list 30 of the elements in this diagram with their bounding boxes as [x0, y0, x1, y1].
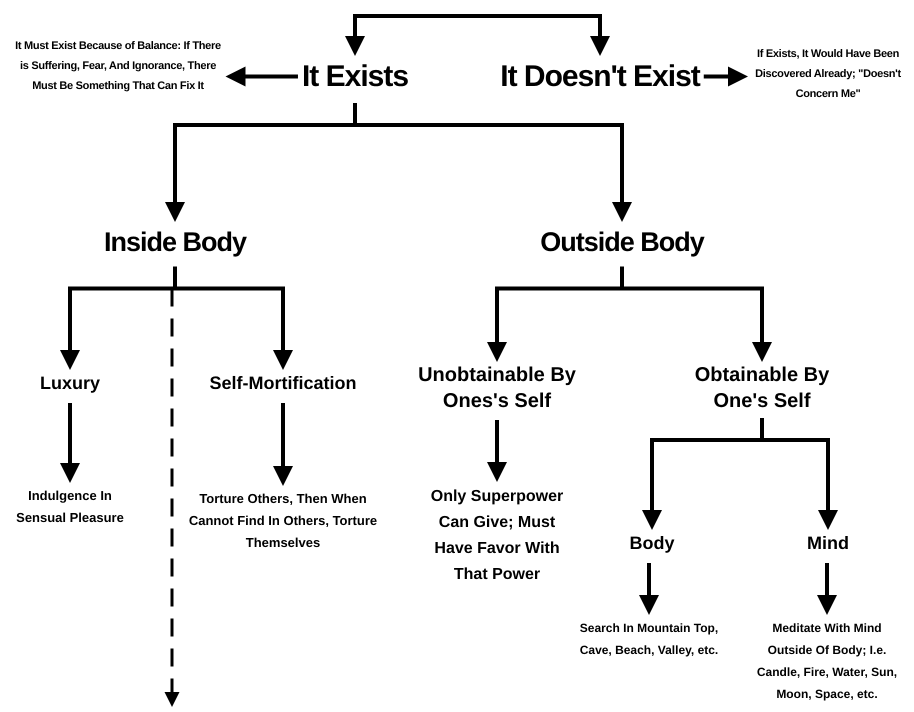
label-text: Mind: [806, 532, 850, 555]
arrow: [639, 563, 659, 615]
label-text: Unobtainable By Ones's Self: [417, 363, 577, 414]
arrow: [565, 14, 610, 56]
heading-text: It Exists: [302, 59, 408, 95]
note-text: Meditate With Mind Outside Of Body; I.e. Candle, Fire, Water, Sun, Moon, Space, etc.: [756, 620, 898, 703]
note-text: Search In Mountain Top, Cave, Beach, Valley, etc.: [579, 620, 719, 659]
label-text: Luxury: [38, 372, 101, 395]
arrow: [353, 103, 632, 222]
arrow: [173, 266, 293, 370]
arrow: [620, 266, 772, 362]
dashed-arrow: [164, 288, 180, 707]
arrow: [345, 14, 565, 56]
arrow: [817, 563, 837, 615]
arrow: [487, 420, 507, 482]
arrow: [60, 403, 80, 483]
arrow: [704, 66, 748, 86]
label-text: Body: [628, 532, 676, 555]
heading-text: Outside Body: [540, 226, 704, 259]
note-text: Indulgence In Sensual Pleasure: [15, 487, 125, 527]
arrow: [226, 66, 298, 86]
note-text: If Exists, It Would Have Been Discovered Already; "Doesn't Concern Me": [754, 47, 902, 102]
heading-text: Inside Body: [104, 226, 246, 259]
note-text: Only Superpower Can Give; Must Have Favor With That Power: [430, 487, 564, 585]
arrow: [273, 403, 293, 486]
note-text: Torture Others, Then When Cannot Find In Others, Torture Themselves: [188, 490, 378, 552]
note-text: It Must Exist Because of Balance: If There is Suffering, Fear, And Ignorance, There Must Be Something That Can Fix It: [14, 39, 222, 94]
heading-text: It Doesn't Exist: [500, 59, 700, 95]
label-text: Self-Mortification: [208, 372, 358, 395]
label-text: Obtainable By One's Self: [694, 363, 830, 414]
